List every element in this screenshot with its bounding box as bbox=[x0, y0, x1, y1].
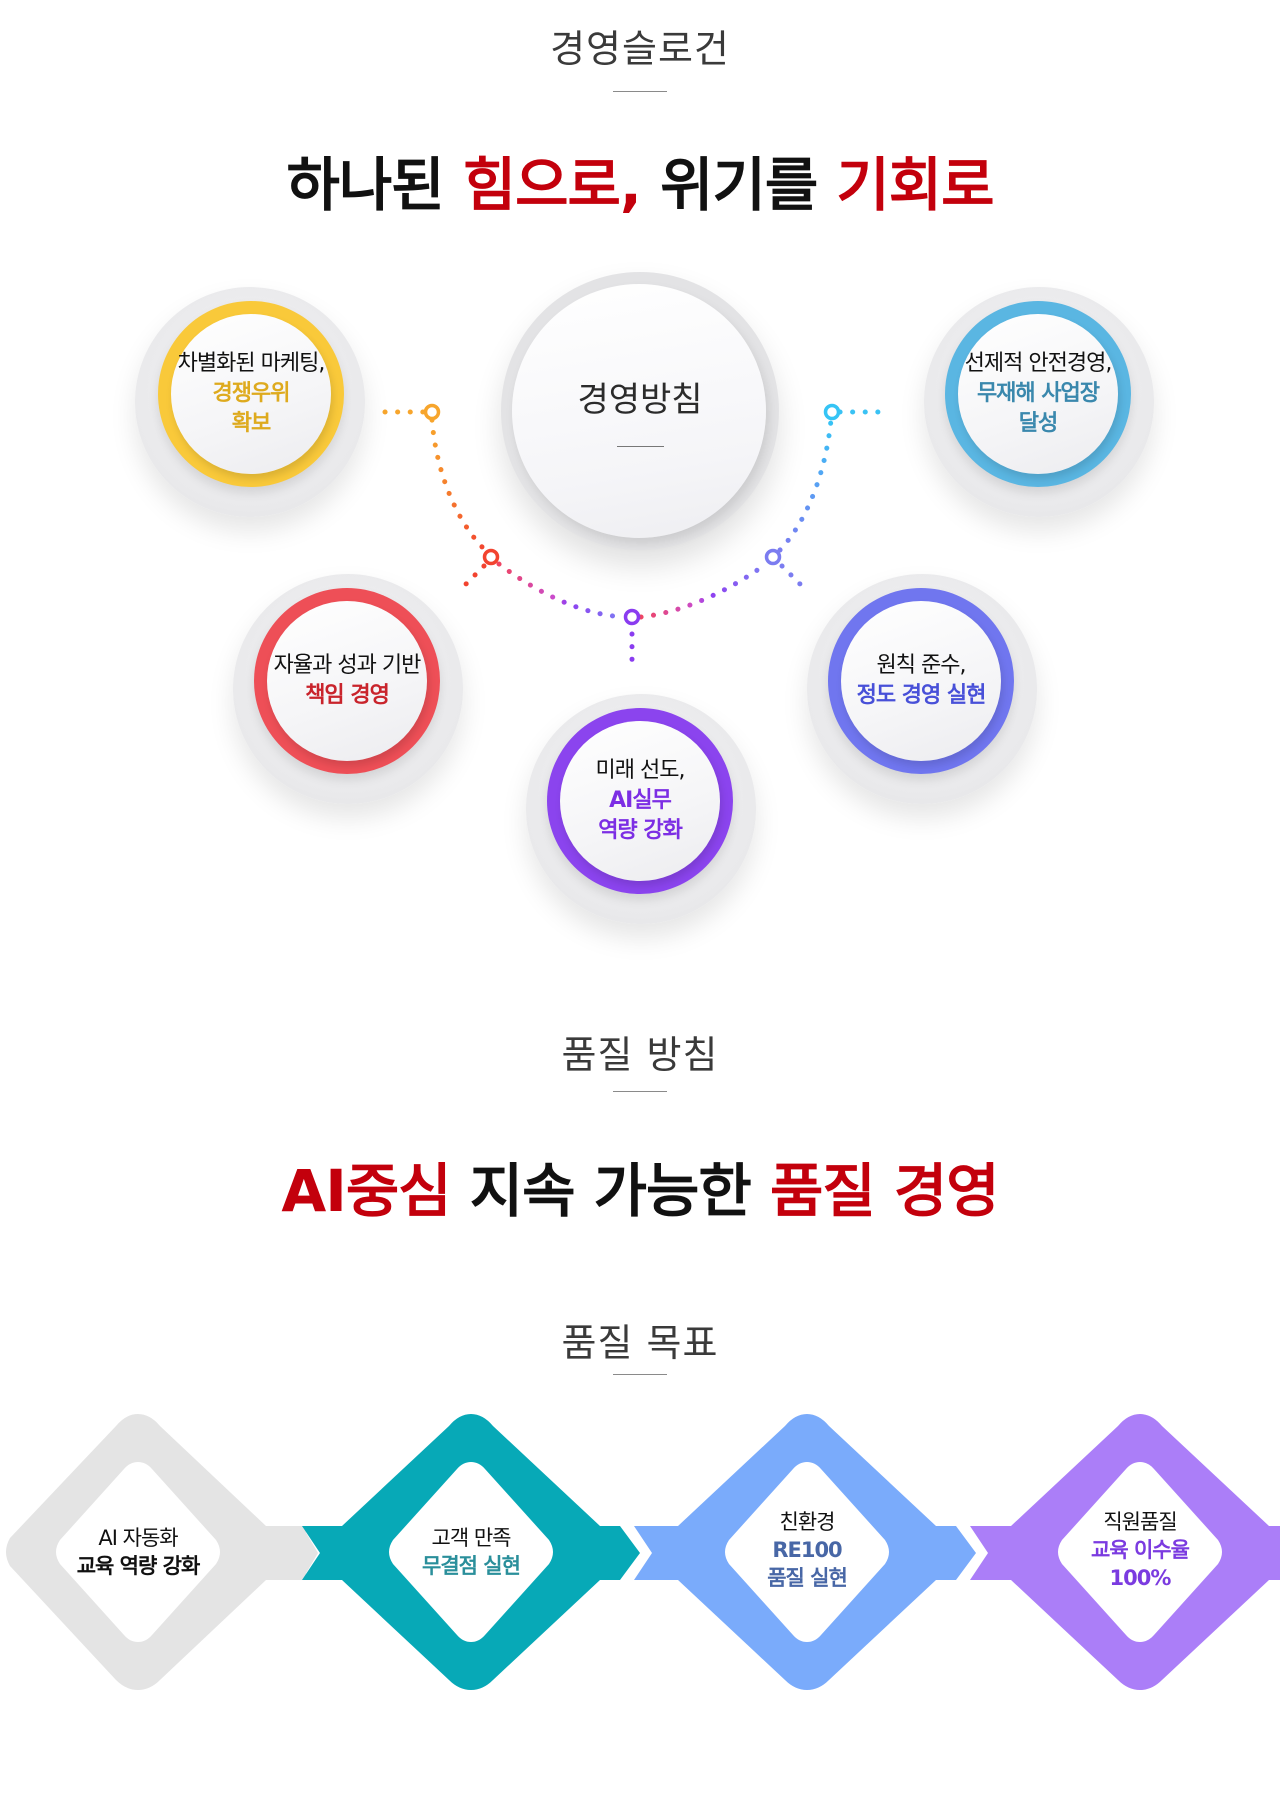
policy-circle-marketing: 차별화된 마케팅, 경쟁우위 확보 bbox=[135, 287, 365, 517]
goal-4-line1: 직원품질 bbox=[1103, 1510, 1177, 1534]
quality-goal-flow bbox=[6, 1414, 1280, 1690]
quality-policy-divider bbox=[613, 1091, 667, 1092]
slogan-section-title: 경영슬로건 bbox=[550, 27, 730, 71]
policy-circle-safety: 선제적 안전경영, 무재해 사업장 달성 bbox=[924, 287, 1154, 517]
goal-diamond-1 bbox=[6, 1414, 318, 1690]
policy-marketing-line2: 경쟁우위 bbox=[212, 381, 291, 406]
slogan-part-3: 위기를 bbox=[640, 151, 837, 219]
management-policy-center-circle: 경영방침 bbox=[501, 272, 779, 550]
center-divider bbox=[617, 446, 664, 447]
goal-4-text: 직원품질 교육 이수율 100% bbox=[1030, 1508, 1250, 1592]
policy-marketing-line3: 확보 bbox=[231, 411, 271, 436]
quality-slogan-part-2: 지속 가능한 bbox=[450, 1157, 770, 1225]
node-cyan bbox=[823, 403, 841, 421]
policy-safety-line3: 달성 bbox=[1018, 411, 1058, 436]
quality-policy-title: 품질 방침 bbox=[561, 1033, 719, 1077]
policy-ai-line2: AI실무 bbox=[609, 788, 672, 813]
goal-2-line1: 고객 만족 bbox=[431, 1526, 512, 1550]
policy-safety-line1: 선제적 안전경영, bbox=[964, 351, 1113, 376]
policy-ethics-line1: 원칙 준수, bbox=[876, 653, 967, 678]
policy-connector-diagram bbox=[382, 403, 883, 670]
goal-3-line2: RE100 bbox=[772, 1538, 842, 1562]
goal-2-text: 고객 만족 무결점 실현 bbox=[361, 1524, 581, 1580]
node-indigo bbox=[764, 548, 782, 566]
goal-1-text: AI 자동화 교육 역량 강화 bbox=[28, 1524, 248, 1580]
policy-responsibility-line1: 자율과 성과 기반 bbox=[273, 653, 422, 678]
quality-policy-slogan: AI중심 지속 가능한 품질 경영 bbox=[0, 1144, 1280, 1228]
policy-ai-line1: 미래 선도, bbox=[595, 758, 686, 783]
policy-ai-line3: 역량 강화 bbox=[598, 818, 683, 843]
goal-4-line3: 100% bbox=[1109, 1566, 1172, 1590]
quality-goal-divider bbox=[613, 1374, 667, 1375]
slogan-section-divider bbox=[613, 91, 667, 92]
quality-goal-title: 품질 목표 bbox=[561, 1321, 719, 1365]
goal-diamond-4 bbox=[970, 1414, 1280, 1690]
policy-safety-line2: 무재해 사업장 bbox=[976, 381, 1100, 406]
management-slogan: 하나된 힘으로, 위기를 기회로 bbox=[0, 138, 1280, 222]
policy-responsibility-line2: 책임 경영 bbox=[305, 683, 390, 708]
slogan-part-1: 하나된 bbox=[286, 151, 463, 219]
policy-circle-responsibility: 자율과 성과 기반 책임 경영 bbox=[233, 574, 463, 804]
goal-3-text: 친환경 RE100 품질 실현 bbox=[697, 1508, 917, 1592]
policy-marketing-line1: 차별화된 마케팅, bbox=[177, 351, 326, 376]
node-red bbox=[482, 548, 500, 566]
goal-2-line2: 무결점 실현 bbox=[422, 1554, 521, 1578]
policy-circle-ai: 미래 선도, AI실무 역량 강화 bbox=[526, 694, 756, 924]
goal-3-line3: 품질 실현 bbox=[767, 1566, 848, 1590]
policy-circle-ethics: 원칙 준수, 정도 경영 실현 bbox=[807, 574, 1037, 804]
goal-diamond-3 bbox=[634, 1414, 976, 1690]
slogan-part-2: 힘으로, bbox=[462, 151, 642, 219]
slogan-part-4: 기회로 bbox=[836, 151, 994, 219]
node-orange bbox=[423, 403, 441, 421]
node-purple bbox=[623, 608, 641, 626]
policy-ethics-line2: 정도 경영 실현 bbox=[856, 683, 987, 708]
goal-1-line1: AI 자동화 bbox=[98, 1526, 178, 1550]
quality-slogan-part-1: AI중심 bbox=[281, 1157, 451, 1225]
goal-diamond-2 bbox=[302, 1414, 640, 1690]
management-policy-label: 경영방침 bbox=[577, 380, 703, 420]
goal-3-line1: 친환경 bbox=[779, 1510, 836, 1534]
goal-4-line2: 교육 이수율 bbox=[1091, 1538, 1190, 1562]
quality-slogan-part-3: 품질 경영 bbox=[769, 1157, 1000, 1225]
goal-1-line2: 교육 역량 강화 bbox=[76, 1554, 201, 1578]
